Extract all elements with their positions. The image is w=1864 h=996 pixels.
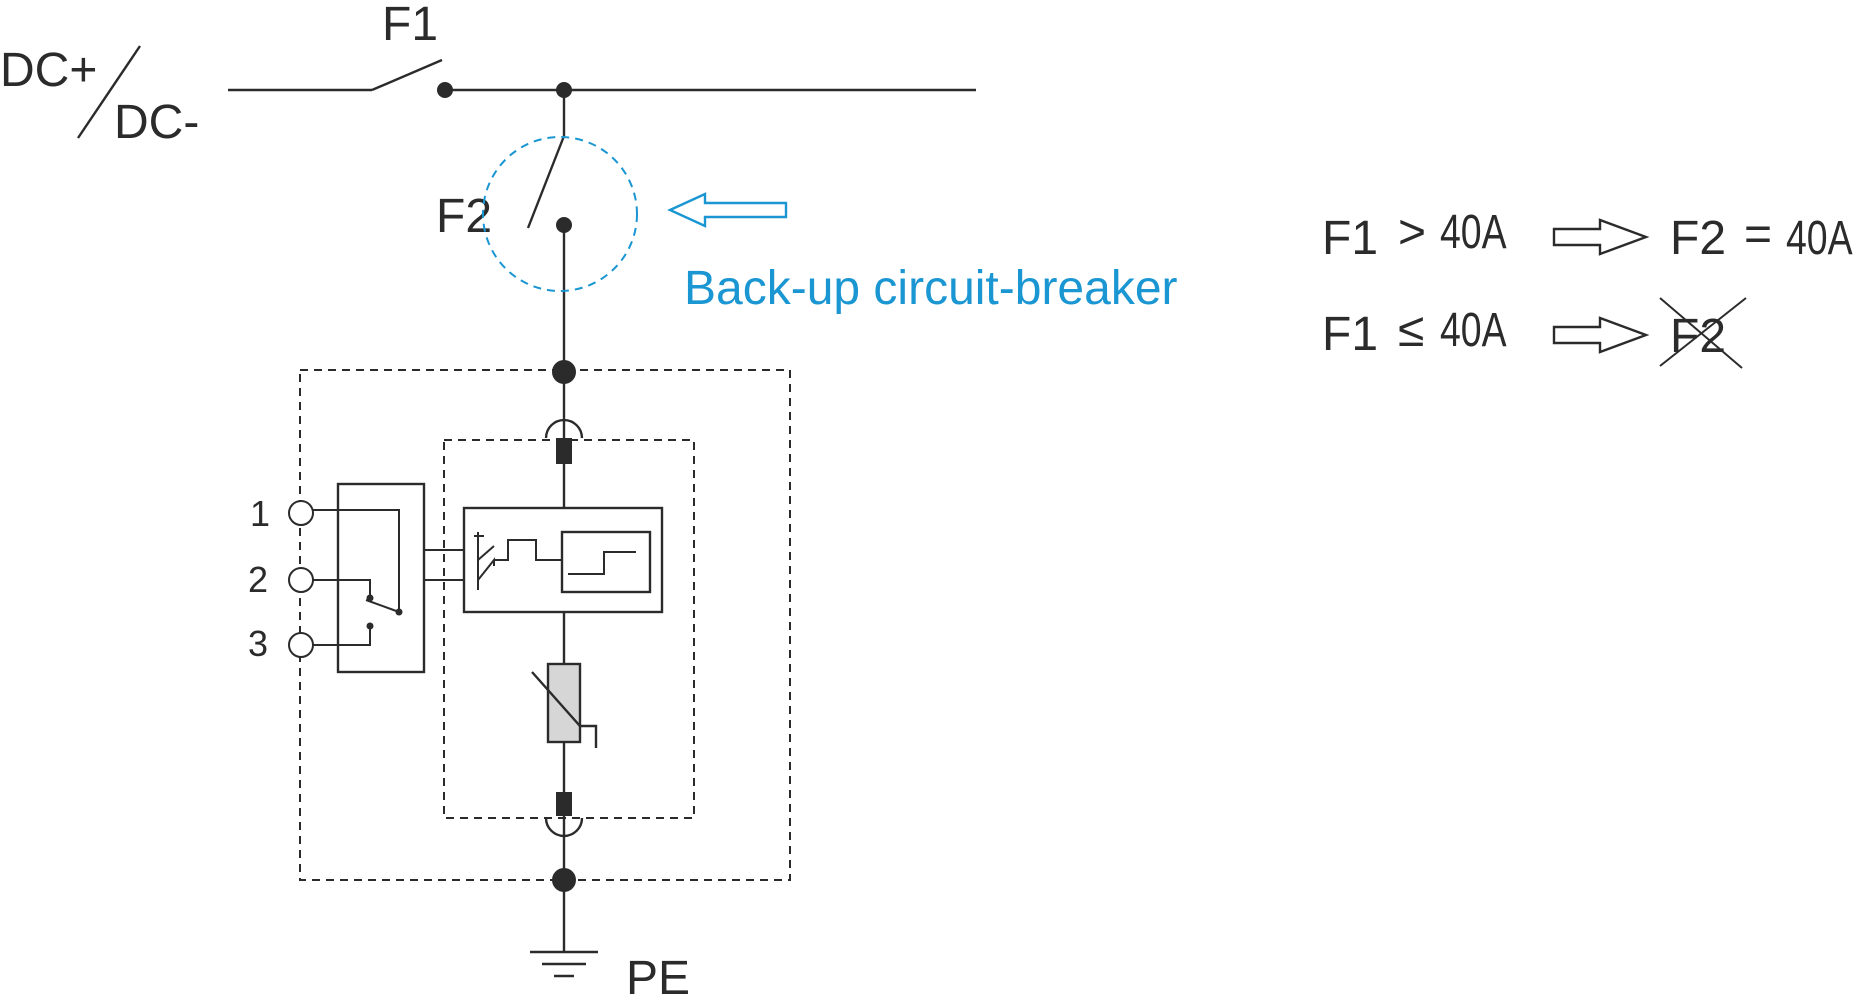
spd-inner-module — [443, 439, 695, 819]
terminal-1-icon — [288, 500, 314, 526]
bottom-plug-block — [556, 792, 572, 816]
f1-switch-blade — [371, 58, 443, 92]
signal-switch-blade — [365, 599, 400, 613]
bottom-plug-contact — [544, 792, 584, 880]
dc-label: DC+ DC- — [0, 44, 199, 149]
dc-plus-label: DC+ — [0, 44, 97, 97]
trip-indicator-step — [568, 551, 636, 575]
varistor-body — [546, 662, 582, 744]
top-plug-arc — [544, 418, 584, 439]
top-plug-contact — [544, 372, 584, 508]
spd-outer-enclosure — [299, 369, 791, 881]
rule-2-arrow-icon — [1552, 316, 1650, 354]
contact-3-path — [313, 626, 371, 646]
signal-contact-housing — [336, 482, 426, 674]
f2-switch — [526, 90, 572, 372]
f2-switch-blade — [526, 135, 566, 229]
rule-1-operator: > — [1398, 206, 1426, 259]
rule-2: F1 ≤ 40A F2 — [1322, 297, 1747, 369]
rule-1-rhs-value: 40A — [1786, 212, 1853, 266]
terminal-3-icon — [288, 632, 314, 658]
bimetal-pulse — [494, 539, 562, 561]
f2-highlight-circle — [482, 136, 638, 292]
terminal-3-label: 3 — [248, 623, 268, 664]
rule-1-value: 40A — [1440, 206, 1507, 260]
varistor-slash — [531, 671, 598, 748]
rule-1-rhs-operator: = — [1744, 208, 1772, 261]
trip-indicator-box — [560, 530, 652, 594]
dc-minus-label: DC- — [114, 96, 199, 149]
backup-breaker-label: Back-up circuit-breaker — [684, 262, 1178, 315]
rule-2-operator: ≤ — [1398, 304, 1424, 357]
terminal-2-icon — [288, 567, 314, 593]
contact-lower-blade — [477, 557, 495, 581]
contact-2-path — [313, 579, 371, 598]
rule-1-rhs: F2 — [1670, 212, 1726, 265]
contact-1-path — [313, 509, 400, 612]
rule-2-value: 40A — [1440, 304, 1507, 358]
pe-label: PE — [626, 952, 690, 996]
contact-3-node — [366, 622, 374, 630]
dc-slash — [77, 45, 141, 139]
top-plug-block — [556, 438, 572, 464]
terminal-1-label: 1 — [250, 493, 270, 534]
contact-2-node — [366, 594, 374, 602]
remote-signal-contact — [288, 482, 464, 674]
varistor — [531, 662, 598, 748]
rule-2-strike-b — [1659, 297, 1747, 367]
contact-top-blade — [474, 535, 495, 561]
rule-1: F1 > 40A F2 = 40A — [1322, 206, 1853, 266]
rule-1-arrow-icon — [1552, 218, 1650, 256]
f1-label: F1 — [382, 0, 438, 51]
rule-2-lhs: F1 — [1322, 308, 1378, 361]
f1-switch — [228, 58, 976, 98]
contact-common-node — [395, 608, 403, 616]
thermal-disconnector — [462, 506, 664, 614]
highlight-arrow-icon — [667, 192, 788, 228]
terminal-2-label: 2 — [248, 559, 268, 600]
earth-ground-icon — [530, 880, 598, 978]
rule-1-lhs: F1 — [1322, 212, 1378, 265]
